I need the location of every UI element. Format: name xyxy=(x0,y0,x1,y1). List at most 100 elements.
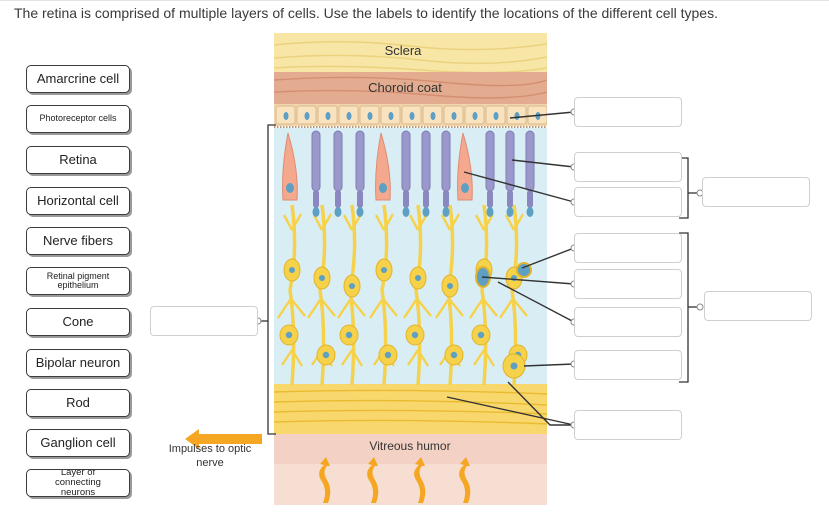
rod-inner-segment xyxy=(443,190,449,208)
rod-nucleus xyxy=(442,207,450,217)
label-tile-photoreceptor-cells[interactable]: Photoreceptor cells xyxy=(26,105,130,133)
leader-line xyxy=(497,281,575,323)
rod-cell xyxy=(485,130,495,192)
cone-nucleus xyxy=(286,183,294,193)
retina-tissue xyxy=(274,33,547,505)
question-text: The retina is comprised of multiple laye… xyxy=(14,5,718,21)
rod-inner-segment xyxy=(423,190,429,208)
cone-nucleus xyxy=(461,183,469,193)
rod-cell xyxy=(421,130,431,192)
incoming-light-arrows xyxy=(319,457,471,503)
drop-zone-amacrine-cell[interactable] xyxy=(574,269,682,299)
pigment-cell-nucleus xyxy=(430,112,436,120)
rod-inner-segment xyxy=(487,190,493,208)
rod-nucleus xyxy=(422,207,430,217)
label-tile-amacrine-cell[interactable]: Amarcrine cell xyxy=(26,65,130,93)
rod-cell xyxy=(401,130,411,192)
rod-cell xyxy=(355,130,365,192)
cell-nucleus xyxy=(289,267,295,273)
neuron-dendrites xyxy=(369,213,398,367)
cell-nucleus xyxy=(319,275,325,281)
cone-cell xyxy=(457,132,473,201)
rod-cell xyxy=(333,130,343,192)
rod-inner-segment xyxy=(403,190,409,208)
drop-zone-photoreceptor-group[interactable] xyxy=(702,177,810,207)
rod-inner-segment xyxy=(313,190,319,208)
leader-line xyxy=(463,171,575,203)
neuron-dendrites xyxy=(499,213,528,367)
leader-line xyxy=(511,159,575,168)
cell-nucleus xyxy=(322,351,330,359)
pigment-cell-nucleus xyxy=(451,112,457,120)
leader-line xyxy=(523,363,575,367)
rod-inner-segment xyxy=(507,190,513,208)
cone-cell xyxy=(375,132,391,201)
drop-zone-ganglion-cell[interactable] xyxy=(574,350,682,380)
drop-zone-horizontal-cell[interactable] xyxy=(574,233,682,263)
pigment-cell-nucleus xyxy=(325,112,331,120)
leader-line xyxy=(507,381,574,426)
label-tile-cone[interactable]: Cone xyxy=(26,308,130,336)
pigment-cell-nucleus xyxy=(283,112,289,120)
rod-nucleus xyxy=(312,207,320,217)
label-tile-rod[interactable]: Rod xyxy=(26,389,130,417)
rod-cell xyxy=(505,130,515,192)
rod-nucleus xyxy=(526,207,534,217)
impulses-label: Impulses to optic nerve xyxy=(168,443,252,469)
top-divider xyxy=(0,0,829,1)
drop-zone-retina-bracket[interactable] xyxy=(150,306,258,336)
pigment-cell-nucleus xyxy=(388,112,394,120)
cell-nucleus xyxy=(349,283,355,289)
neuron-dendrites xyxy=(337,213,366,367)
drop-zone-pigment-epithelium[interactable] xyxy=(574,97,682,127)
cell-nucleus xyxy=(415,275,421,281)
pigment-cell-nucleus xyxy=(493,112,499,120)
cell-nucleus xyxy=(345,331,353,339)
pigment-cell-nucleus xyxy=(346,112,352,120)
impulses-arrow-icon xyxy=(185,429,262,449)
drop-zone-cone[interactable] xyxy=(574,187,682,217)
pigment-cell-nucleus xyxy=(472,112,478,120)
cell-nucleus xyxy=(411,331,419,339)
label-tile-retinal-pigment-epithelium[interactable]: Retinal pigment epithelium xyxy=(26,267,130,295)
choroid-coat-label: Choroid coat xyxy=(368,80,442,95)
cell-nucleus xyxy=(447,283,453,289)
rod-cell xyxy=(525,130,535,192)
leader-line xyxy=(509,111,575,119)
drop-zone-bipolar-neuron[interactable] xyxy=(574,307,682,337)
neuron-dendrites xyxy=(469,213,498,367)
rod-nucleus xyxy=(356,207,364,217)
label-tile-retina[interactable]: Retina xyxy=(26,146,130,174)
rod-nucleus xyxy=(506,207,514,217)
label-tile-ganglion-cell[interactable]: Ganglion cell xyxy=(26,429,130,457)
neuron-dendrites xyxy=(307,213,336,367)
cell-nucleus xyxy=(384,351,392,359)
pigment-cell-nucleus xyxy=(514,112,520,120)
rod-inner-segment xyxy=(335,190,341,208)
label-tile-nerve-fibers[interactable]: Nerve fibers xyxy=(26,227,130,255)
drop-zone-rod[interactable] xyxy=(574,152,682,182)
rod-inner-segment xyxy=(357,190,363,208)
label-tile-layer-of-connecting-neurons[interactable]: Layer of connecting neurons xyxy=(26,469,130,497)
pigment-cell-nucleus xyxy=(367,112,373,120)
rod-cell xyxy=(441,130,451,192)
drop-zone-connecting-neurons-group[interactable] xyxy=(704,291,812,321)
photoreceptor-layer xyxy=(282,130,535,217)
cone-nucleus xyxy=(379,183,387,193)
leader-line xyxy=(446,396,575,426)
cell-nucleus xyxy=(477,331,485,339)
label-tile-horizontal-cell[interactable]: Horizontal cell xyxy=(26,187,130,215)
neuron-dendrites xyxy=(435,213,464,367)
rod-nucleus xyxy=(486,207,494,217)
cell-nucleus xyxy=(450,351,458,359)
cell-nucleus xyxy=(510,362,518,370)
drop-zone-nerve-fibers[interactable] xyxy=(574,410,682,440)
pigment-cell-nucleus xyxy=(304,112,310,120)
cone-cell xyxy=(282,132,298,201)
label-tile-bipolar-neuron[interactable]: Bipolar neuron xyxy=(26,349,130,377)
leader-line xyxy=(521,247,575,269)
pigment-cell-nucleus xyxy=(409,112,415,120)
leader-line xyxy=(481,276,575,285)
neuron-dendrites xyxy=(403,213,432,367)
sclera-label: Sclera xyxy=(384,43,422,58)
